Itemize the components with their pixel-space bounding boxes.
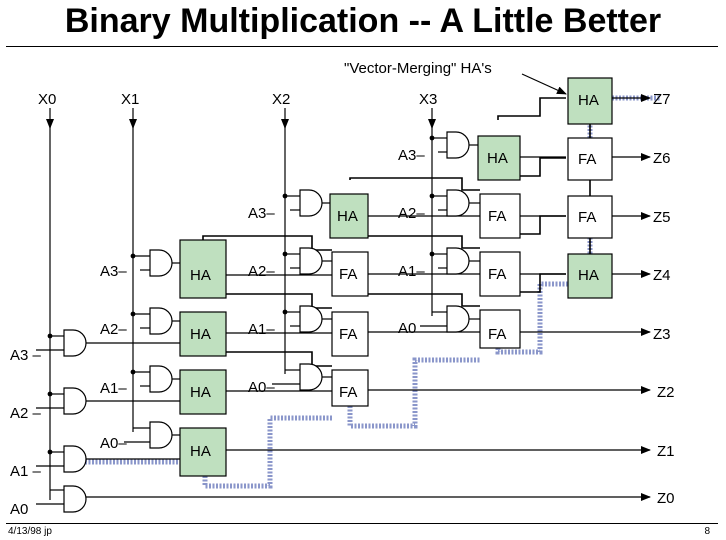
x-input-arrows [46, 108, 436, 129]
a-label: A1– [248, 321, 275, 338]
and-gate [63, 387, 87, 415]
z-label: Z4 [653, 267, 671, 284]
a-label: A1– [100, 380, 127, 397]
and-gate [149, 365, 173, 393]
ha-cell [477, 135, 521, 181]
ha-label: HA [578, 267, 599, 284]
ha-cell [179, 239, 227, 299]
ha-label: HA [487, 150, 508, 167]
fa-cell [567, 137, 613, 181]
a-label: A2– [398, 205, 425, 222]
x-bus-lines [49, 120, 433, 500]
a-label: A3– [398, 147, 425, 164]
a-label: A2– [100, 321, 127, 338]
fa-cell [479, 193, 521, 239]
a-label: A0– [248, 379, 275, 396]
fa-label: FA [339, 266, 357, 283]
a-label: A0 [398, 320, 416, 337]
page-number: 8 [704, 526, 710, 537]
x-label: X1 [121, 91, 139, 108]
junction-dots [47, 135, 435, 455]
and-gate [149, 249, 173, 277]
z-label: Z0 [657, 490, 675, 507]
and-gates [63, 131, 470, 513]
ha-cell [567, 253, 613, 299]
fa-cell [331, 251, 369, 297]
slide-title: Binary Multiplication -- A Little Better [64, 2, 662, 40]
output-labels: Z7 Z6 Z5 Z4 Z3 Z2 Z1 Z0 [653, 91, 675, 507]
a-label: A2 – [10, 405, 42, 422]
fa-label: FA [339, 326, 357, 343]
fa-cell [331, 369, 369, 407]
and-gate [299, 363, 323, 391]
ha-cell [329, 193, 369, 239]
z-label: Z5 [653, 209, 671, 226]
fa-cell [567, 195, 613, 239]
ha-label: HA [190, 326, 211, 343]
fa-cell [479, 251, 521, 297]
footer-date: 4/13/98 jp [8, 526, 52, 537]
a-label: A0 [10, 501, 28, 518]
ha-cell [179, 427, 227, 477]
and-gate [299, 247, 323, 275]
a-input-wires [36, 151, 447, 505]
a-label: A1– [398, 263, 425, 280]
x-label: X2 [272, 91, 290, 108]
a-label: A3– [248, 205, 275, 222]
a-label: A0– [100, 435, 127, 452]
x-taps [50, 137, 447, 491]
adder-cells [179, 77, 613, 477]
output-arrows [82, 94, 651, 501]
and-gate [299, 305, 323, 333]
and-gate [63, 329, 87, 357]
a-label: A2– [248, 263, 275, 280]
z-label: Z2 [657, 384, 675, 401]
and-gate [63, 485, 87, 513]
and-gate [149, 307, 173, 335]
fa-label: FA [578, 209, 596, 226]
and-gate [446, 247, 470, 275]
a-input-labels: A3 – A2 – A1 – A0 A3– A2– A1– A0– A3– A2… [10, 147, 425, 518]
and-gate [63, 445, 87, 473]
fa-cell [331, 311, 369, 357]
and-gate [446, 131, 470, 159]
footer-divider [6, 523, 718, 524]
fa-label: FA [488, 208, 506, 225]
ha-label: HA [578, 92, 599, 109]
ha-cell [179, 369, 227, 415]
and-gate [149, 421, 173, 449]
annotation-arrow [521, 73, 567, 95]
fa-label: FA [578, 151, 596, 168]
ha-label: HA [190, 443, 211, 460]
fa-label: FA [488, 266, 506, 283]
z-label: Z7 [653, 91, 671, 108]
vector-merging-annotation: "Vector-Merging" HA's [344, 60, 492, 77]
a-label: A3– [100, 263, 127, 280]
a-label: A1 – [10, 463, 42, 480]
z-label: Z3 [653, 326, 671, 343]
ha-label: HA [190, 267, 211, 284]
cell-labels: HA HA HA HA HA FA FA FA HA FA FA FA HA F… [190, 92, 599, 460]
x-input-labels: X0 X1 X2 X3 [38, 91, 437, 108]
ha-label: HA [337, 208, 358, 225]
fa-label: FA [488, 326, 506, 343]
and-gate [299, 189, 323, 217]
z-label: Z6 [653, 150, 671, 167]
ha-cell [567, 77, 613, 125]
x-label: X3 [419, 91, 437, 108]
fa-cell [479, 309, 521, 349]
x-label: X0 [38, 91, 56, 108]
and-gate [446, 189, 470, 217]
and-gate [446, 305, 470, 333]
z-label: Z1 [657, 443, 675, 460]
fa-label: FA [339, 384, 357, 401]
a-label: A3 – [10, 347, 42, 364]
title-divider [6, 46, 718, 47]
ha-cell [179, 311, 227, 357]
ha-label: HA [190, 384, 211, 401]
